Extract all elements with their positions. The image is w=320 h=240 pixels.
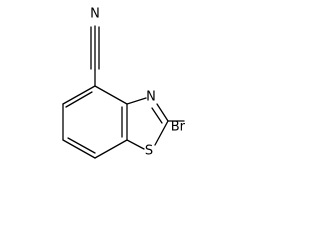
bond-c2-s1 [154,120,169,146]
bond-c7-c7a [94,139,128,159]
bond-n3-c2-inner [151,107,163,124]
atom-label-nitrile-n: N [90,7,100,22]
atom-label-bromine: Br [171,120,186,135]
bond-c4-c5 [62,85,96,105]
structure-canvas: N N S Br [0,0,186,172]
bond-c3a-c4 [94,85,128,105]
bond-c6-c7-inner [67,137,96,154]
bond-n3-c2 [156,103,169,122]
atom-label-ring-s: S [145,144,153,159]
bond-c4-c5-inner [65,91,93,108]
atom-label-ring-n: N [146,90,156,105]
bond-c3a-n3 [126,97,147,105]
molecule-drawing: N N S Br [62,7,186,159]
bond-s1-c7a [126,139,145,150]
bond-c6-c7 [62,139,96,159]
